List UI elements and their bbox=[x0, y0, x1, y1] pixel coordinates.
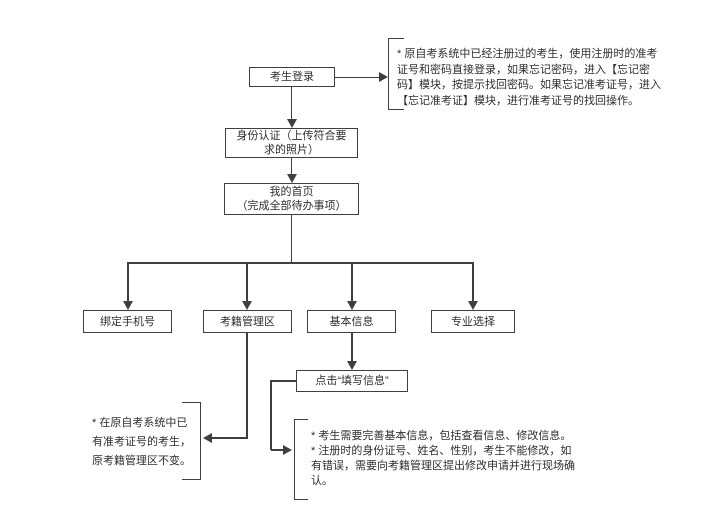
flow-node-my-homepage: 我的首页 （完成全部待办事项） bbox=[224, 183, 359, 215]
flow-node-identity-verification: 身份认证（上传符合要 求的照片） bbox=[225, 128, 358, 158]
flow-node-exam-records-area: 考籍管理区 bbox=[203, 310, 292, 333]
flow-node-fill-info: 点击“填写信息” bbox=[296, 370, 408, 392]
note-login: * 原自考系统中已经注册过的考生，使用注册时的准考 证号和密码直接登录，如果忘记… bbox=[397, 48, 661, 107]
connector-fill-note-bottom bbox=[271, 449, 284, 451]
branch-horizontal-line bbox=[127, 262, 474, 264]
flow-node-major-selection: 专业选择 bbox=[431, 310, 515, 333]
connector-login-note bbox=[335, 76, 380, 78]
arrowhead-fill-note bbox=[283, 445, 292, 455]
arrowhead-identity-home bbox=[286, 174, 297, 183]
arrowhead-bind-phone bbox=[123, 301, 133, 310]
connector-records-note-vertical bbox=[246, 333, 248, 439]
bracket-records-note bbox=[182, 402, 201, 480]
arrowhead-major bbox=[468, 301, 478, 310]
flow-node-basic-info: 基本信息 bbox=[307, 310, 396, 333]
connector-identity-home bbox=[290, 158, 293, 174]
connector-home-branch bbox=[290, 215, 293, 263]
connector-branch-major bbox=[472, 262, 474, 301]
flow-node-bind-phone: 绑定手机号 bbox=[83, 310, 172, 333]
flow-node-login: 考生登录 bbox=[249, 67, 335, 87]
connector-basic-fill bbox=[351, 333, 353, 361]
connector-fill-note-top bbox=[271, 380, 296, 382]
note-basic-info: * 考生需要完善基本信息，包括查看信息、修改信息。 * 注册时的身份证号、姓名、… bbox=[311, 430, 575, 487]
connector-fill-note-vertical bbox=[270, 380, 272, 450]
arrowhead-basic-fill bbox=[347, 361, 357, 370]
connector-login-identity bbox=[290, 87, 293, 119]
arrowhead-exam-records bbox=[242, 301, 252, 310]
bracket-login-note bbox=[388, 38, 404, 110]
arrowhead-login-note bbox=[379, 72, 388, 82]
connector-records-note-horizontal bbox=[211, 437, 247, 439]
connector-branch-basic-info bbox=[351, 262, 353, 301]
arrowhead-records-note bbox=[203, 433, 212, 443]
connector-branch-exam-records bbox=[246, 262, 248, 301]
bracket-fill-note bbox=[294, 419, 308, 500]
arrowhead-login-identity bbox=[286, 119, 297, 128]
note-exam-records: * 在原自考系统中已 有准考证号的考生， 原考籍管理区不变。 bbox=[92, 417, 191, 467]
connector-branch-bind-phone bbox=[127, 262, 129, 301]
arrowhead-basic-info bbox=[347, 301, 357, 310]
